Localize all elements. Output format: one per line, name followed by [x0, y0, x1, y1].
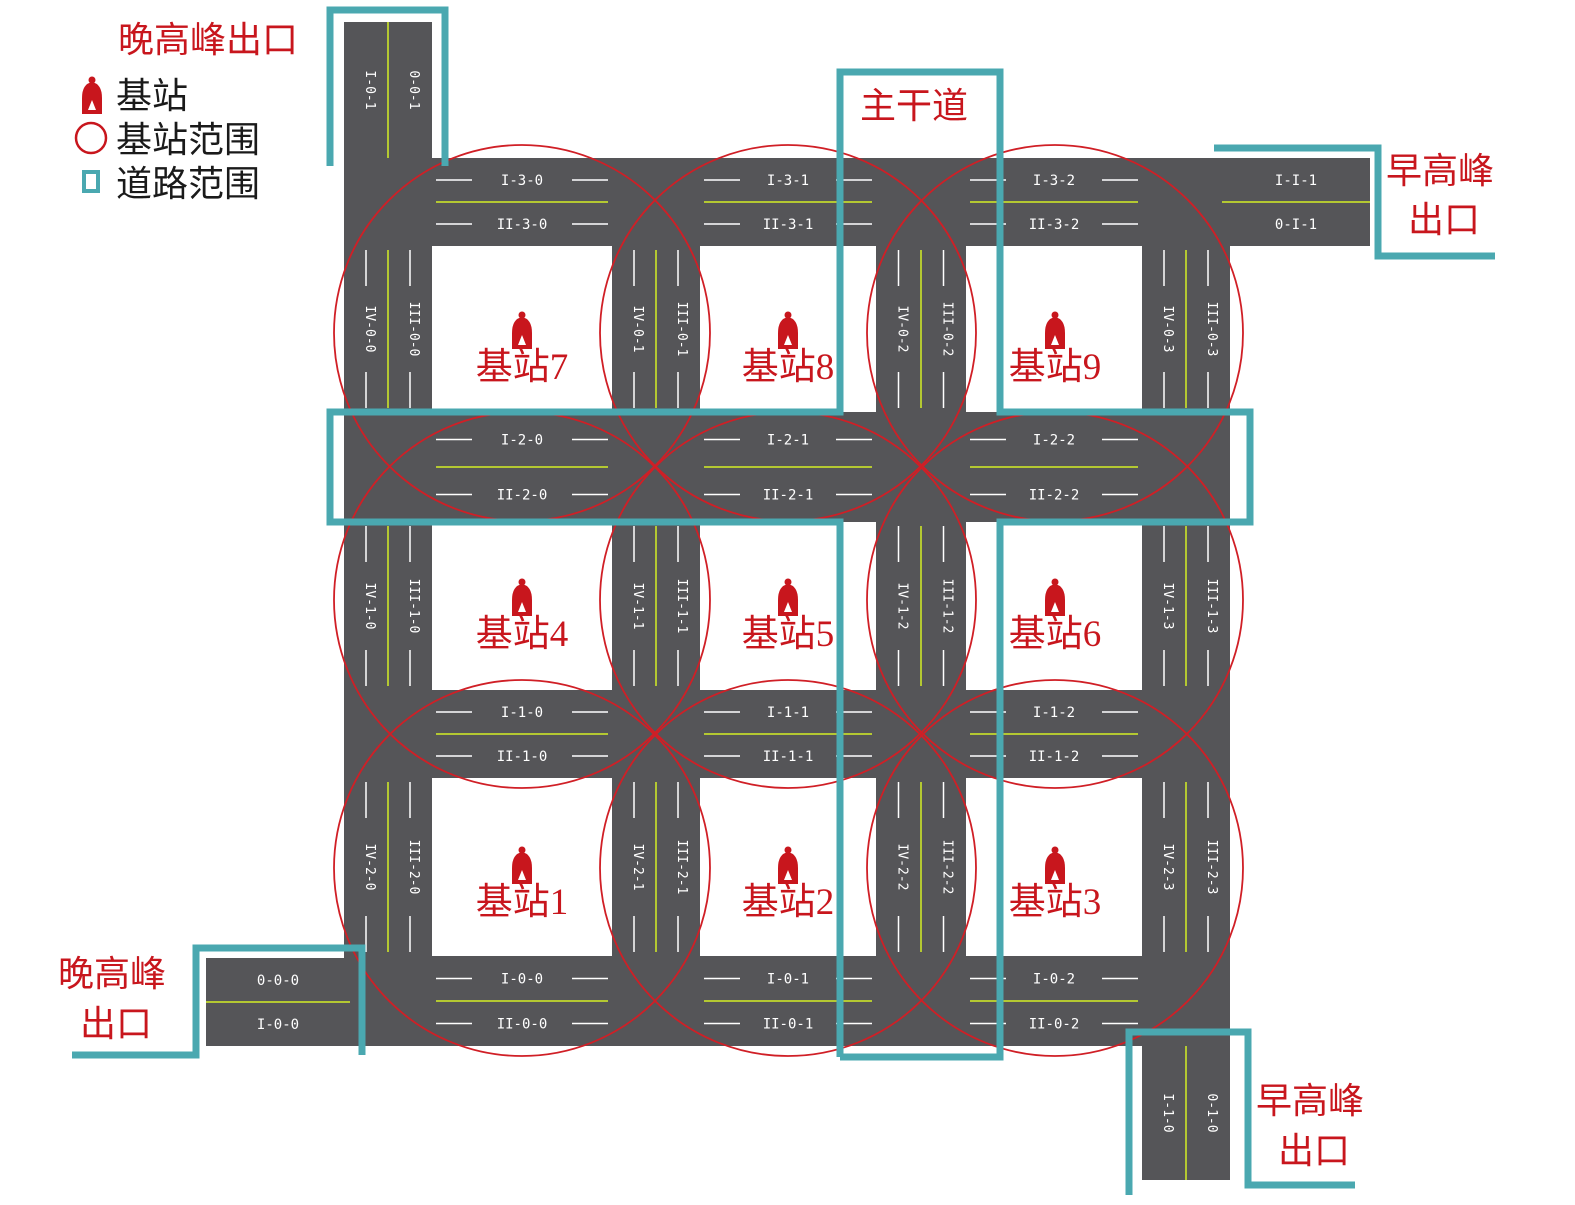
exit-road-code: 0-0-1: [406, 70, 421, 109]
road-network: I-3-0II-3-0I-3-1II-3-1I-3-2II-3-2I-2-0II…: [206, 22, 1370, 1180]
coverage-circle: [599, 679, 977, 1057]
road-code-label: III-0-3: [1204, 302, 1219, 357]
station-legend-icon: [82, 76, 102, 114]
road-code-label: III-1-3: [1204, 579, 1219, 634]
road-code-label: III-0-0: [406, 302, 421, 357]
road-range-outlines: [72, 6, 1495, 1195]
road-code-label: IV-0-0: [362, 306, 377, 353]
exit-road-code: I-0-1: [362, 70, 377, 109]
exit-road-code: 0-1-0: [1204, 1093, 1219, 1132]
road-code-label: IV-1-2: [895, 583, 910, 630]
road-code-label: IV-1-0: [362, 583, 377, 630]
evening-exit-top-label: 晚高峰出口: [118, 20, 298, 61]
exit-road-code: I-I-1: [1275, 173, 1317, 189]
road-code-label: II-2-1: [763, 488, 814, 504]
road-code-label: I-0-1: [767, 972, 809, 988]
exit-road-code: 0-0-0: [257, 973, 299, 989]
base-stations: 基站1 基站2 基站3 基站4 基站5 基站6 基站7 基站8 基站9: [476, 311, 1102, 923]
road-code-label: II-0-0: [497, 1017, 548, 1033]
road-code-label: I-3-2: [1033, 173, 1075, 189]
road-code-label: IV-2-2: [895, 844, 910, 891]
road-code-label: I-2-1: [767, 433, 809, 449]
road-code-label: III-1-1: [674, 579, 689, 634]
road-code-label: I-1-1: [767, 705, 809, 721]
road-code-label: I-0-0: [501, 972, 543, 988]
road-code-label: III-2-0: [406, 840, 421, 895]
road-code-label: III-2-3: [1204, 840, 1219, 895]
road-code-label: III-2-1: [674, 840, 689, 895]
road-code-label: II-2-2: [1029, 488, 1080, 504]
morning-exit-bottom-label-2: 出口: [1278, 1131, 1350, 1172]
morning-exit-bottom-outline: [1125, 1028, 1355, 1195]
evening-exit-bottom-label-2: 出口: [80, 1004, 152, 1045]
base-station-label: 基站2: [742, 882, 835, 923]
legend-coverage-label: 基站范围: [116, 120, 260, 161]
road-code-label: I-1-0: [501, 705, 543, 721]
morning-exit-right-outline: [1214, 144, 1495, 260]
road-code-label: I-0-2: [1033, 972, 1075, 988]
road-code-label: IV-2-1: [630, 844, 645, 891]
base-station-label: 基站6: [1009, 614, 1102, 655]
base-station-label: 基站7: [476, 347, 569, 388]
coverage-circle: [333, 679, 711, 1057]
exit-road-code: 0-I-1: [1275, 217, 1317, 233]
road-code-label: I-1-2: [1033, 705, 1075, 721]
road-code-label: III-0-1: [674, 302, 689, 357]
evening-exit-bottom-outline: [72, 944, 366, 1059]
road-code-label: III-1-0: [406, 579, 421, 634]
exit-road-code: I-0-0: [257, 1017, 299, 1033]
road-code-label: II-1-0: [497, 749, 548, 765]
evening-exit-top-outline: [326, 6, 449, 166]
legend-station-label: 基站: [116, 76, 188, 117]
road-code-label: II-0-2: [1029, 1017, 1080, 1033]
road-code-label: II-3-2: [1029, 217, 1080, 233]
coverage-circle: [866, 679, 1244, 1057]
road-code-label: III-1-2: [940, 579, 955, 634]
main-road-label: 主干道: [860, 86, 968, 127]
morning-exit-right-label-1: 早高峰: [1386, 151, 1494, 192]
base-station-label: 基站1: [476, 882, 569, 923]
base-station-label: 基站4: [476, 614, 569, 655]
base-station-label: 基站8: [742, 347, 835, 388]
road-code-label: IV-2-0: [362, 844, 377, 891]
road-code-label: I-2-2: [1033, 433, 1075, 449]
road-range-legend-icon: [82, 170, 100, 193]
road-code-label: II-1-2: [1029, 749, 1080, 765]
road-code-label: II-0-1: [763, 1017, 814, 1033]
road-code-label: III-2-2: [940, 840, 955, 895]
road-code-label: III-0-2: [940, 302, 955, 357]
morning-exit-bottom-label-1: 早高峰: [1256, 1081, 1364, 1122]
road-code-label: I-2-0: [501, 433, 543, 449]
road-code-label: II-2-0: [497, 488, 548, 504]
evening-exit-bottom-label-1: 晚高峰: [58, 954, 166, 995]
legend: 基站 基站范围 道路范围: [74, 76, 260, 205]
legend-road-range-label: 道路范围: [116, 164, 260, 205]
base-station-label: 基站5: [742, 614, 835, 655]
road-code-label: IV-1-3: [1160, 583, 1175, 630]
road-code-label: II-3-1: [763, 217, 814, 233]
road-code-label: IV-1-1: [630, 583, 645, 630]
coverage-legend-icon: [74, 121, 108, 155]
road-code-label: II-3-0: [497, 217, 548, 233]
base-station-label: 基站9: [1009, 347, 1102, 388]
exit-road-code: I-1-0: [1160, 1093, 1175, 1132]
road-code-label: IV-2-3: [1160, 844, 1175, 891]
road-code-label: I-3-0: [501, 173, 543, 189]
road-code-label: IV-0-1: [630, 306, 645, 353]
road-code-label: II-1-1: [763, 749, 814, 765]
road-code-label: IV-0-3: [1160, 306, 1175, 353]
base-station-label: 基站3: [1009, 882, 1102, 923]
road-code-label: IV-0-2: [895, 306, 910, 353]
road-code-label: I-3-1: [767, 173, 809, 189]
main-road-outline: [326, 68, 1254, 1061]
morning-exit-right-label-2: 出口: [1408, 200, 1480, 241]
